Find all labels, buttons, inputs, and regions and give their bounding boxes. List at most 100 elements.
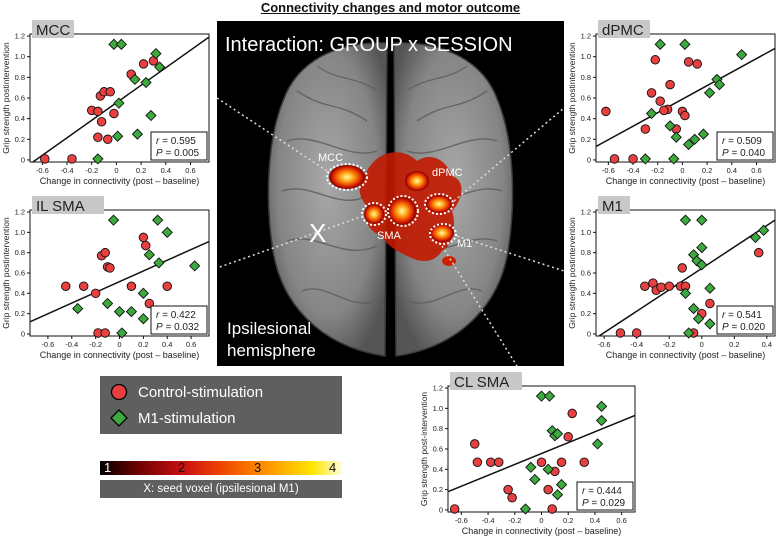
y-tick-label: 1.0 <box>15 228 25 237</box>
x-tick-label: -0.4 <box>65 340 78 349</box>
y-tick-label: 1.2 <box>433 384 443 393</box>
data-point-control <box>93 132 103 142</box>
x-tick-label: 0.4 <box>590 516 600 525</box>
data-point-control <box>469 439 480 449</box>
data-point-m1 <box>101 297 114 310</box>
x-tick-label: 0.2 <box>563 516 573 525</box>
data-point-control <box>40 154 50 164</box>
panel-background <box>566 192 781 366</box>
data-point-control <box>631 328 642 338</box>
data-point-control <box>90 288 101 299</box>
y-tick-label: 0.2 <box>581 309 591 318</box>
y-tick-label: 0 <box>21 155 25 164</box>
legend-box: Control-stimulation M1-stimulation <box>100 376 342 434</box>
hemisphere-label-line1: Ipsilesional <box>227 319 311 338</box>
data-point-control <box>705 298 715 309</box>
y-tick-label: 0 <box>587 329 591 338</box>
y-tick-label: 0.2 <box>15 309 25 318</box>
data-point-control <box>494 457 504 467</box>
x-tick-label: 0.2 <box>729 340 739 349</box>
colorbar-tick-3: 3 <box>254 460 262 475</box>
y-axis-label: Grip strength postintervention <box>567 217 577 329</box>
x-tick-label: 0.2 <box>138 340 148 349</box>
stats-r: r = 0.444 <box>582 486 622 497</box>
x-tick-label: -0.6 <box>602 166 615 175</box>
data-point-m1 <box>92 153 104 165</box>
panel-title-box <box>598 196 630 214</box>
y-axis-label: Grip strength postintervention <box>567 42 577 154</box>
data-point-m1 <box>689 133 701 145</box>
panel-title: M1 <box>602 198 623 215</box>
y-tick-label: 0.8 <box>15 73 25 82</box>
data-point-control <box>664 281 674 291</box>
panel-title: MCC <box>36 22 70 39</box>
stats-box <box>150 305 208 335</box>
panel-title-box <box>598 20 650 38</box>
stats-box <box>716 131 774 161</box>
data-point-m1 <box>543 390 556 402</box>
y-tick-label: 1.0 <box>433 404 443 413</box>
data-point-control <box>536 457 547 467</box>
plot-area <box>596 47 775 148</box>
data-point-control <box>109 108 119 119</box>
region-label-mcc: MCC <box>318 152 343 164</box>
x-tick-label: 0 <box>680 166 684 175</box>
regression-line <box>596 47 775 148</box>
stats-box <box>576 481 634 511</box>
data-point-m1 <box>679 287 692 299</box>
data-point-control <box>656 282 666 292</box>
data-point-control <box>100 247 110 258</box>
brain-render: X MCC dPMC SMA M1 Interaction: GROUP x S… <box>216 21 565 367</box>
data-point-control <box>655 96 665 106</box>
data-point-m1 <box>664 120 676 132</box>
y-tick-label: 1.0 <box>15 52 25 61</box>
y-tick-label: 0.8 <box>581 248 591 257</box>
data-point-m1 <box>129 73 141 86</box>
data-point-m1 <box>683 327 695 339</box>
data-point-control <box>692 59 702 69</box>
data-point-m1 <box>131 128 144 140</box>
data-point-m1 <box>116 327 128 339</box>
colorbar-tick-4: 4 <box>329 460 337 475</box>
y-tick-label: 1.2 <box>15 32 25 41</box>
data-point-control <box>485 457 496 467</box>
data-point-control <box>162 281 172 291</box>
data-point-m1 <box>704 318 716 330</box>
data-point-control <box>126 281 137 291</box>
data-point-m1 <box>692 313 705 325</box>
stats-p: P = 0.029 <box>582 498 626 509</box>
data-point-control <box>646 88 657 98</box>
data-point-m1 <box>696 259 708 271</box>
data-point-m1 <box>137 313 150 325</box>
x-axis-label: Change in connectivity (post – baseline) <box>606 350 766 360</box>
data-point-m1 <box>551 489 564 501</box>
y-tick-label: 0 <box>21 329 25 338</box>
data-point-m1 <box>591 438 604 450</box>
data-point-m1 <box>140 76 152 89</box>
activation-cluster <box>329 152 462 266</box>
data-point-m1 <box>112 130 124 142</box>
x-axis-label: Change in connectivity (post – baseline) <box>462 526 622 536</box>
x-tick-label: 0.4 <box>162 340 172 349</box>
panel-title-box <box>32 196 104 214</box>
data-point-control <box>556 457 567 467</box>
x-tick-label: 0.4 <box>762 340 772 349</box>
y-tick-label: 0.8 <box>433 424 443 433</box>
panel-background <box>0 16 215 192</box>
y-tick-label: 0.4 <box>433 465 443 474</box>
data-point-control <box>507 493 517 503</box>
y-tick-label: 0.6 <box>581 269 591 278</box>
data-point-m1 <box>125 305 138 318</box>
data-point-m1 <box>161 226 173 238</box>
y-tick-label: 1.2 <box>581 32 591 41</box>
brain-illustration: X MCC dPMC SMA M1 Interaction: GROUP x S… <box>216 21 565 367</box>
legend-label-control: Control-stimulation <box>138 383 264 401</box>
data-point-m1 <box>687 302 700 315</box>
y-axis-label: Grip strength postintervention <box>1 42 11 154</box>
data-point-m1 <box>696 214 708 226</box>
